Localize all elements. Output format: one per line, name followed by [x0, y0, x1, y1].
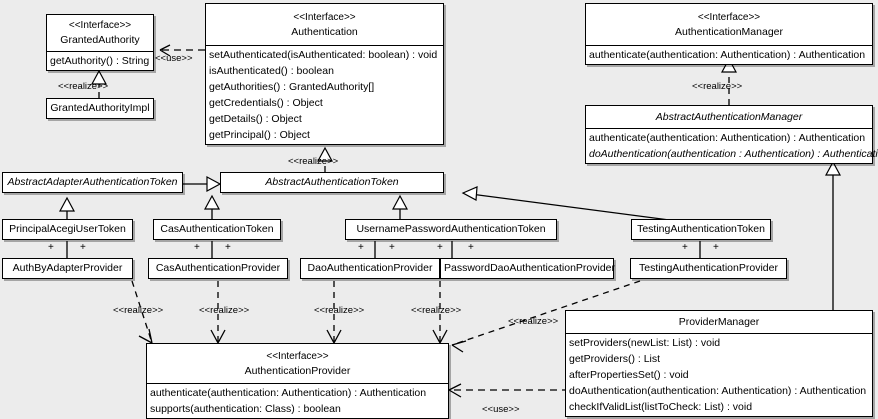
class-authentication-manager[interactable]: <<Interface>> AuthenticationManager auth…: [585, 3, 873, 65]
method-row: getDetails() : Object: [209, 113, 302, 125]
class-testing-authentication-provider[interactable]: TestingAuthenticationProvider: [630, 258, 787, 279]
class-name: TestingAuthenticationProvider: [639, 262, 778, 274]
class-name: PasswordDaoAuthenticationProvider: [444, 262, 616, 274]
class-granted-authority-impl[interactable]: GrantedAuthorityImpl: [46, 98, 154, 119]
class-dao-authentication-provider[interactable]: DaoAuthenticationProvider: [300, 258, 440, 279]
association-adornment: +: [358, 242, 364, 253]
methods-compartment: authenticate(authentication: Authenticat…: [147, 383, 448, 418]
association-adornment: +: [194, 242, 200, 253]
method-row: setProviders(newList: List) : void: [569, 337, 721, 349]
method-row: authenticate(authentication: Authenticat…: [150, 387, 427, 399]
methods-compartment: authenticate(authentication: Authenticat…: [586, 45, 872, 64]
class-name: AbstractAuthenticationToken: [265, 176, 399, 188]
edge-label-realize-dao-authentication-provider: <<realize>>: [314, 305, 365, 316]
stereotype-label: <<Interface>>: [266, 351, 329, 362]
class-authentication-provider[interactable]: <<Interface>> AuthenticationProvider aut…: [146, 343, 449, 419]
class-username-password-authentication-token[interactable]: UsernamePasswordAuthenticationToken: [345, 219, 557, 240]
class-name: Authentication: [291, 26, 358, 38]
method-row: afterPropertiesSet() : void: [569, 369, 689, 381]
edge-label-realize-abstract-authentication-token: <<realize>>: [288, 156, 339, 167]
class-password-dao-authentication-provider[interactable]: PasswordDaoAuthenticationProvider: [440, 258, 616, 279]
class-name: DaoAuthenticationProvider: [307, 262, 433, 274]
method-row: supports(authentication: Class) : boolea…: [150, 403, 341, 415]
class-cas-authentication-token[interactable]: CasAuthenticationToken: [153, 219, 281, 240]
edge-label-use-provider-manager: <<use>>: [482, 404, 520, 415]
edge-label-realize-abstract-authentication-manager: <<realize>>: [692, 81, 743, 92]
association-adornment: +: [48, 242, 54, 253]
class-header: <<Interface>> AuthenticationManager: [586, 4, 872, 45]
class-name: UsernamePasswordAuthenticationToken: [356, 223, 546, 235]
class-name: CasAuthenticationProvider: [155, 262, 281, 274]
class-header: <<Interface>> AuthenticationProvider: [147, 344, 448, 383]
class-header: AbstractAuthenticationManager: [586, 106, 872, 128]
class-name: ProviderManager: [678, 316, 760, 328]
stereotype-label: <<Interface>>: [293, 12, 356, 23]
class-principal-acegi-user-token[interactable]: PrincipalAcegiUserToken: [2, 219, 133, 240]
class-abstract-authentication-token[interactable]: AbstractAuthenticationToken: [220, 172, 444, 193]
method-row: checkIfValidList(listToCheck: List) : vo…: [569, 401, 753, 413]
class-auth-by-adapter-provider[interactable]: AuthByAdapterProvider: [2, 258, 133, 279]
class-name: AbstractAuthenticationManager: [655, 111, 803, 123]
method-row: getAuthority() : String: [50, 55, 150, 67]
class-name: GrantedAuthorityImpl: [50, 102, 150, 114]
association-adornment: +: [437, 242, 443, 253]
method-row: authenticate(authentication: Authenticat…: [589, 49, 866, 61]
method-row: isAuthenticated() : boolean: [209, 65, 334, 77]
class-abstract-authentication-manager[interactable]: AbstractAuthenticationManager authentica…: [585, 105, 878, 164]
methods-compartment: authenticate(authentication: Authenticat…: [586, 128, 878, 163]
methods-compartment: getAuthority() : String: [47, 51, 153, 70]
method-row: authenticate(authentication: Authenticat…: [589, 132, 866, 144]
method-row: getPrincipal() : Object: [209, 129, 310, 141]
class-granted-authority[interactable]: <<Interface>> GrantedAuthority getAuthor…: [46, 14, 154, 71]
edge-label-realize-testing-authentication-provider: <<realize>>: [508, 316, 559, 327]
edge-label-realize-password-dao-authentication-provider: <<realize>>: [411, 305, 462, 316]
class-name: AuthByAdapterProvider: [12, 262, 123, 274]
class-name: CasAuthenticationToken: [160, 223, 274, 235]
class-name: AuthenticationManager: [675, 26, 783, 38]
association-adornment: +: [80, 242, 86, 253]
association-adornment: +: [225, 242, 231, 253]
class-name: GrantedAuthority: [60, 34, 140, 46]
edge-label-use-granted-authority: <<use>>: [155, 53, 193, 64]
stereotype-label: <<Interface>>: [697, 12, 761, 23]
class-cas-authentication-provider[interactable]: CasAuthenticationProvider: [148, 258, 288, 279]
class-name: AbstractAdapterAuthenticationToken: [7, 176, 178, 188]
class-provider-manager[interactable]: ProviderManager setProviders(newList: Li…: [565, 310, 873, 417]
method-row: doAuthentication(authentication : Authen…: [589, 148, 878, 160]
association-adornment: +: [389, 242, 395, 253]
class-header: <<Interface>> GrantedAuthority: [47, 15, 153, 51]
stereotype-label: <<Interface>>: [68, 20, 132, 31]
class-abstract-adapter-authentication-token[interactable]: AbstractAdapterAuthenticationToken: [2, 172, 183, 193]
edge-label-realize-auth-by-adapter-provider: <<realize>>: [113, 305, 164, 316]
class-header: <<Interface>> Authentication: [206, 4, 443, 45]
method-row: getCredentials() : Object: [209, 97, 323, 109]
methods-compartment: setAuthenticated(isAuthenticated: boolea…: [206, 45, 443, 144]
class-header: ProviderManager: [566, 311, 872, 333]
class-name: AuthenticationProvider: [244, 365, 351, 377]
method-row: getProviders() : List: [569, 353, 661, 365]
association-adornment: +: [468, 242, 474, 253]
edge-label-realize-granted-authority-impl: <<realize>>: [58, 81, 109, 92]
method-row: getAuthorities() : GrantedAuthority[]: [209, 81, 375, 93]
method-row: setAuthenticated(isAuthenticated: boolea…: [209, 49, 438, 61]
edge-label-realize-cas-authentication-provider: <<realize>>: [199, 305, 250, 316]
class-name: TestingAuthenticationToken: [637, 223, 765, 235]
class-name: PrincipalAcegiUserToken: [9, 223, 126, 235]
method-row: doAuthentication(authentication: Authent…: [569, 385, 867, 397]
association-adornment: +: [713, 242, 719, 253]
class-testing-authentication-token[interactable]: TestingAuthenticationToken: [631, 219, 771, 240]
association-adornment: +: [682, 242, 688, 253]
class-authentication[interactable]: <<Interface>> Authentication setAuthenti…: [205, 3, 444, 145]
methods-compartment: setProviders(newList: List) : void getPr…: [566, 333, 872, 416]
